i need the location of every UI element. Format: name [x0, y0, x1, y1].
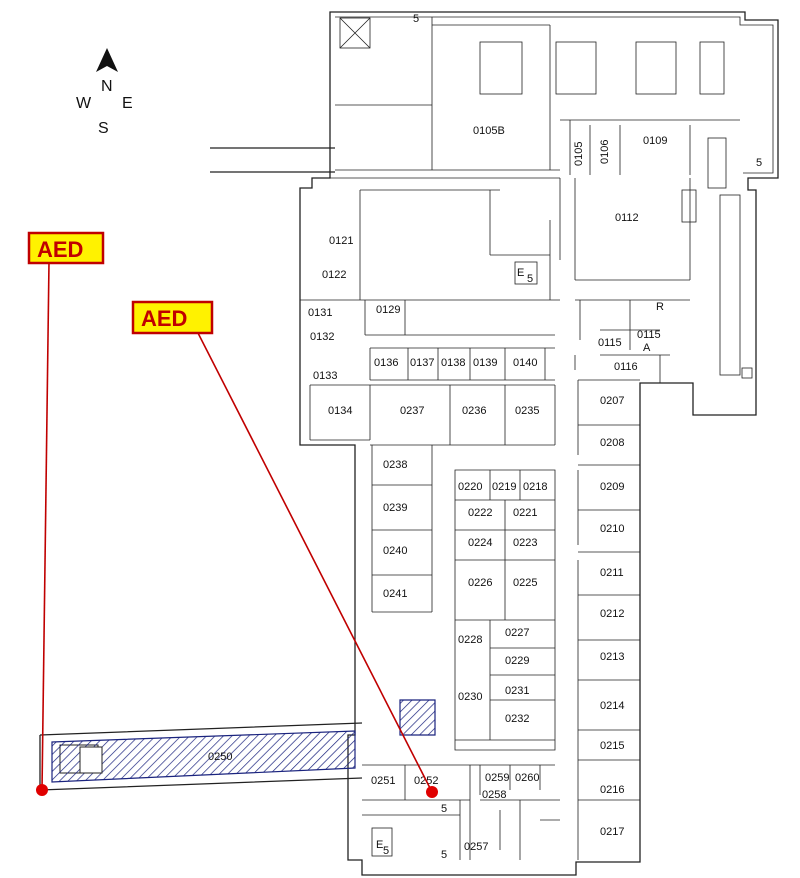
room-0215: 0215: [600, 740, 624, 752]
elevator-2-sub: 5: [383, 845, 389, 857]
room-0221: 0221: [513, 507, 537, 519]
room-0217: 0217: [600, 826, 624, 838]
room-0207: 0207: [600, 395, 624, 407]
room-labels: 0105B 0105 0106 0109 0112 0121 0122 0129…: [208, 13, 762, 861]
room-0258: 0258: [482, 789, 506, 801]
room-0131: 0131: [308, 307, 332, 319]
aed-location-dot-1: [36, 784, 48, 796]
room-0232: 0232: [505, 713, 529, 725]
room-0210: 0210: [600, 523, 624, 535]
room-0259: 0259: [485, 772, 509, 784]
aed-label-2: AED: [141, 306, 187, 331]
room-0115A: 0115: [637, 329, 661, 341]
stair-5-s2: 5: [441, 803, 447, 815]
hatched-area-small: [399, 699, 436, 736]
room-0105B: 0105B: [473, 125, 505, 137]
room-0229: 0229: [505, 655, 529, 667]
room-0121: 0121: [329, 235, 353, 247]
compass-s: S: [98, 120, 109, 137]
elevator-1-label: E: [517, 267, 524, 279]
room-0218: 0218: [523, 481, 547, 493]
aed-label-box-1: [27, 231, 105, 265]
aed-label-1: AED: [37, 237, 83, 262]
room-0112: 0112: [615, 212, 639, 224]
hatched-corridor-0250: [51, 730, 356, 783]
room-0122: 0122: [322, 269, 346, 281]
aed-marker-2: AED: [131, 300, 438, 798]
room-0136: 0136: [374, 357, 398, 369]
room-0115A-suffix: A: [643, 342, 651, 354]
room-0235: 0235: [515, 405, 539, 417]
room-0228: 0228: [458, 634, 482, 646]
room-0224: 0224: [468, 537, 492, 549]
room-0106: 0106: [599, 140, 611, 164]
room-0140: 0140: [513, 357, 537, 369]
room-0250: 0250: [208, 751, 232, 763]
room-0216: 0216: [600, 784, 624, 796]
room-0260: 0260: [515, 772, 539, 784]
room-0222: 0222: [468, 507, 492, 519]
room-0220: 0220: [458, 481, 482, 493]
north-arrow-icon: [96, 48, 118, 72]
room-0241: 0241: [383, 588, 407, 600]
room-0225: 0225: [513, 577, 537, 589]
room-0214: 0214: [600, 700, 624, 712]
room-0231: 0231: [505, 685, 529, 697]
compass-e: E: [122, 95, 133, 112]
stair-5-n: 5: [413, 13, 419, 25]
room-0251: 0251: [371, 775, 395, 787]
room-0139: 0139: [473, 357, 497, 369]
aed-label-box-2: [131, 300, 214, 335]
elevator-1-sub: 5: [527, 273, 533, 285]
room-0238: 0238: [383, 459, 407, 471]
room-0211: 0211: [600, 567, 624, 579]
room-0133: 0133: [313, 370, 337, 382]
aed-location-dot-2: [426, 786, 438, 798]
room-0132: 0132: [310, 331, 334, 343]
room-0115: 0115: [598, 337, 622, 349]
room-0116: 0116: [614, 361, 638, 373]
room-0223: 0223: [513, 537, 537, 549]
building-features: [339, 17, 753, 857]
room-0212: 0212: [600, 608, 624, 620]
elevator-2-label: E: [376, 839, 383, 851]
aed-leader-1: [41, 261, 50, 791]
room-R: R: [656, 301, 664, 313]
room-0209: 0209: [600, 481, 624, 493]
aed-marker-1: AED: [27, 231, 105, 796]
room-0240: 0240: [383, 545, 407, 557]
compass-w: W: [76, 95, 92, 112]
room-0213: 0213: [600, 651, 624, 663]
stair-5-ne: 5: [756, 157, 762, 169]
aed-leader-2: [197, 332, 433, 793]
room-0227: 0227: [505, 627, 529, 639]
room-0239: 0239: [383, 502, 407, 514]
room-0219: 0219: [492, 481, 516, 493]
compass-n: N: [101, 78, 113, 95]
room-0105: 0105: [573, 142, 585, 166]
room-0208: 0208: [600, 437, 624, 449]
room-0134: 0134: [328, 405, 352, 417]
compass: N W E S: [76, 48, 133, 137]
room-0138: 0138: [441, 357, 465, 369]
room-0226: 0226: [468, 577, 492, 589]
stair-5-s: 5: [441, 849, 447, 861]
room-0230: 0230: [458, 691, 482, 703]
room-0237: 0237: [400, 405, 424, 417]
room-0109: 0109: [643, 135, 667, 147]
room-0236: 0236: [462, 405, 486, 417]
room-0129: 0129: [376, 304, 400, 316]
room-0257: 0257: [464, 841, 488, 853]
room-0137: 0137: [410, 357, 434, 369]
